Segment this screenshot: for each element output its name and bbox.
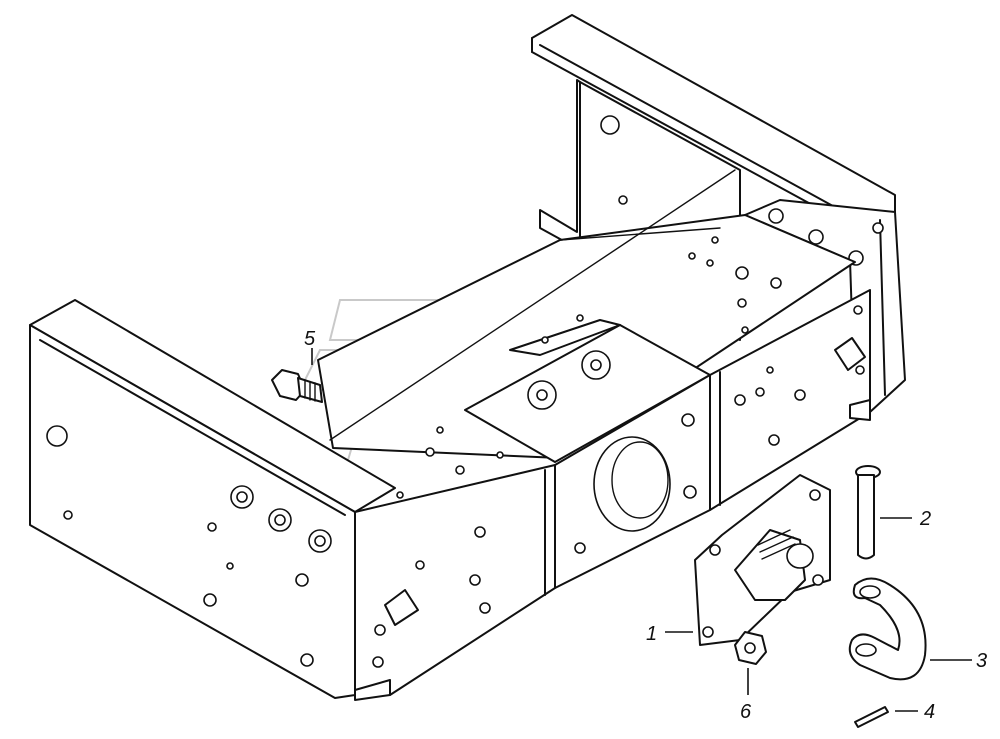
tow-frame — [29, 14, 906, 701]
cotter-pin-part — [854, 706, 889, 728]
side-nuts — [230, 485, 332, 553]
bolt-part — [271, 369, 323, 403]
pin-part — [855, 465, 881, 560]
callout-1: 1 — [646, 623, 657, 645]
callout-5: 5 — [304, 328, 316, 350]
callout-3: 3 — [976, 650, 987, 672]
callout-6: 6 — [740, 701, 752, 723]
shackle-part — [848, 577, 927, 681]
leader-lines — [311, 348, 972, 712]
callout-2: 2 — [919, 508, 931, 530]
callout-4: 4 — [924, 701, 935, 723]
nut-part — [734, 631, 767, 665]
hitch-body-part — [694, 474, 831, 646]
